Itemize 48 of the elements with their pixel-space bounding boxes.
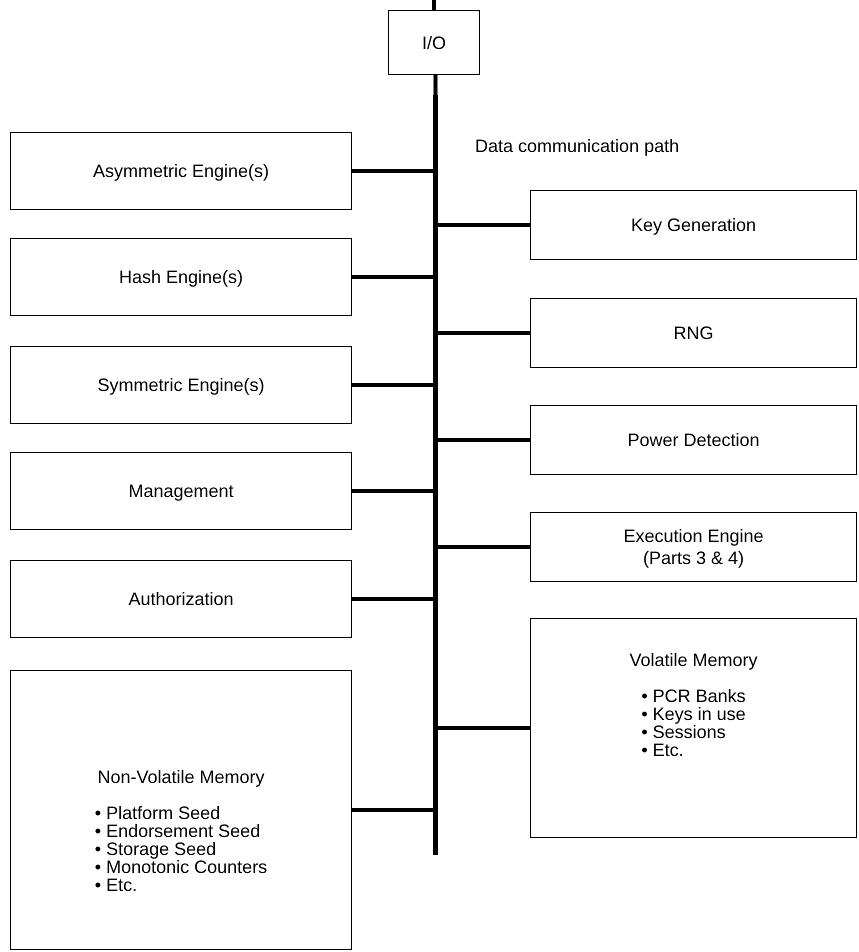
box-title: RNG	[674, 322, 714, 344]
component-box	[10, 238, 352, 316]
box-title: Symmetric Engine(s)	[97, 374, 265, 396]
connector-line	[434, 75, 438, 95]
component-box	[530, 405, 857, 475]
list-item: • Etc.	[641, 741, 685, 759]
component-box	[530, 512, 857, 582]
connector-line	[432, 0, 436, 10]
connector-line	[352, 808, 433, 812]
list-item: • Storage Seed	[94, 840, 218, 858]
box-title: Management	[128, 480, 234, 502]
list-item: • PCR Banks	[641, 687, 746, 705]
bus-bar	[433, 95, 438, 855]
box-title: Non-Volatile Memory	[97, 766, 265, 788]
connector-line	[352, 275, 433, 279]
box-title: Volatile Memory	[629, 649, 758, 671]
connector-line	[352, 597, 433, 601]
component-box	[10, 452, 352, 530]
component-box	[530, 298, 857, 368]
memory-box	[10, 670, 352, 950]
connector-line	[438, 438, 530, 442]
list-item: • Sessions	[641, 723, 727, 741]
memory-box	[530, 618, 857, 838]
box-title: Power Detection	[627, 429, 760, 451]
connector-line	[438, 331, 530, 335]
component-box	[10, 560, 352, 638]
list-item: • Platform Seed	[94, 804, 222, 822]
box-title: I/O	[422, 32, 446, 54]
box-title: Authorization	[128, 588, 234, 610]
list-item: • Etc.	[94, 876, 138, 894]
box-title: Asymmetric Engine(s)	[92, 160, 270, 182]
list-item: • Endorsement Seed	[94, 822, 262, 840]
component-box	[388, 10, 480, 75]
box-title: Execution Engine (Parts 3 & 4)	[622, 525, 765, 569]
list-item: • Monotonic Counters	[94, 858, 268, 876]
connector-line	[438, 545, 530, 549]
box-title: Key Generation	[630, 214, 756, 236]
component-box	[10, 346, 352, 424]
connector-line	[438, 223, 530, 227]
connector-line	[352, 383, 433, 387]
connector-line	[352, 169, 433, 173]
connector-line	[352, 489, 433, 493]
bus-label: Data communication path	[475, 135, 680, 158]
component-box	[10, 132, 352, 210]
box-title: Hash Engine(s)	[118, 266, 244, 288]
connector-line	[438, 726, 530, 730]
list-item: • Keys in use	[641, 705, 746, 723]
component-box	[530, 190, 857, 260]
